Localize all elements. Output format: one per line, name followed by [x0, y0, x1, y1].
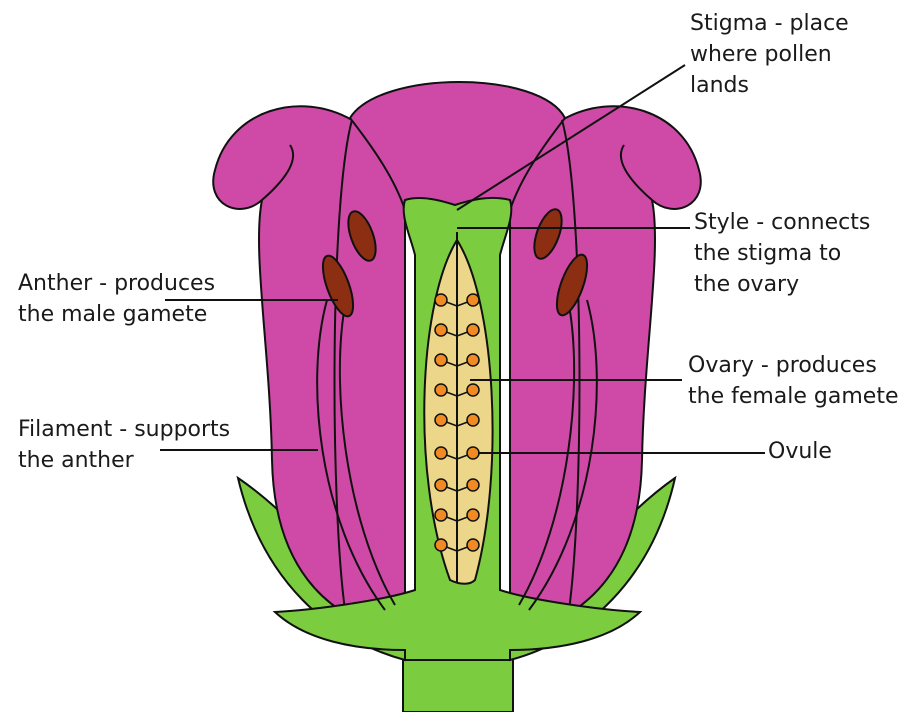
- label-anther: Anther - produces the male gamete: [18, 268, 215, 330]
- ovule: [435, 354, 447, 366]
- label-style-line3: the ovary: [694, 269, 870, 300]
- ovule: [467, 414, 479, 426]
- label-ovule-line1: Ovule: [768, 436, 832, 467]
- label-ovary-line2: the female gamete: [688, 381, 899, 412]
- ovule: [435, 479, 447, 491]
- label-ovule: Ovule: [768, 436, 832, 467]
- ovule: [467, 294, 479, 306]
- ovule: [467, 539, 479, 551]
- petal-right: [510, 106, 701, 635]
- ovule: [467, 384, 479, 396]
- ovule: [435, 539, 447, 551]
- ovule: [435, 414, 447, 426]
- label-ovary: Ovary - produces the female gamete: [688, 350, 899, 412]
- ovule: [467, 324, 479, 336]
- label-ovary-line1: Ovary - produces: [688, 350, 899, 381]
- label-filament-line2: the anther: [18, 445, 230, 476]
- ovule: [435, 294, 447, 306]
- petal-left: [213, 106, 405, 635]
- ovule: [467, 479, 479, 491]
- label-anther-line2: the male gamete: [18, 299, 215, 330]
- label-style: Style - connects the stigma to the ovary: [694, 207, 870, 300]
- label-stigma: Stigma - place where pollen lands: [690, 8, 849, 101]
- label-stigma-line2: where pollen: [690, 39, 849, 70]
- ovule: [467, 447, 479, 459]
- ovule: [435, 324, 447, 336]
- label-filament: Filament - supports the anther: [18, 414, 230, 476]
- label-filament-line1: Filament - supports: [18, 414, 230, 445]
- ovule: [467, 354, 479, 366]
- ovule: [467, 509, 479, 521]
- ovule: [435, 509, 447, 521]
- label-stigma-line1: Stigma - place: [690, 8, 849, 39]
- ovule: [435, 447, 447, 459]
- label-style-line2: the stigma to: [694, 238, 870, 269]
- label-stigma-line3: lands: [690, 70, 849, 101]
- label-anther-line1: Anther - produces: [18, 268, 215, 299]
- label-style-line1: Style - connects: [694, 207, 870, 238]
- ovule: [435, 384, 447, 396]
